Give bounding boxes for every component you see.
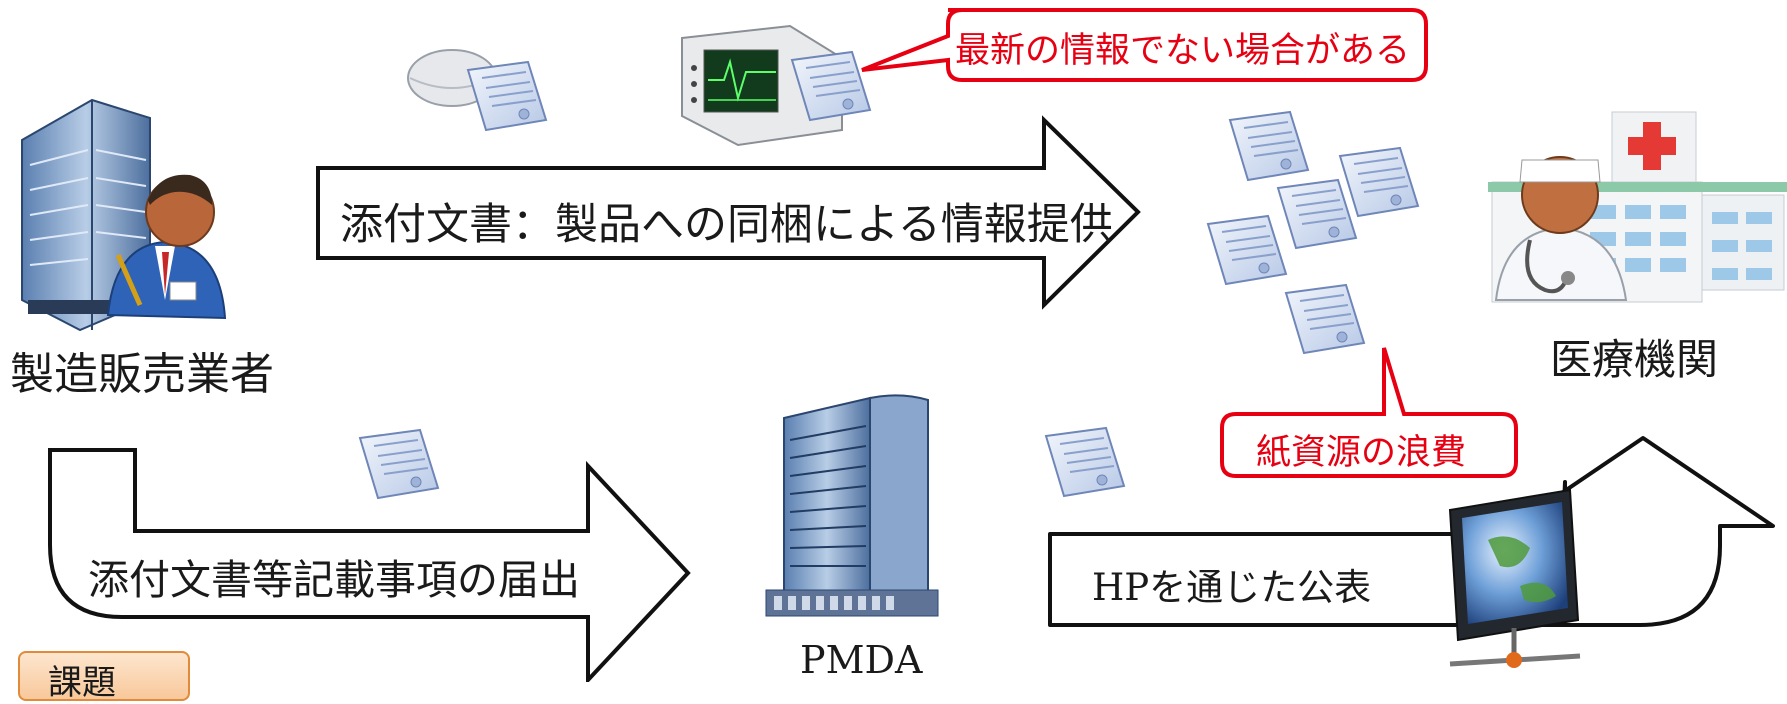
- certificate-icon: [1285, 284, 1365, 354]
- callout-outdated-bubble: [861, 8, 1428, 82]
- pmda-building-icon: [765, 394, 939, 617]
- issue-badge: 課題: [18, 651, 190, 703]
- hospital-label: 医療機関: [1550, 335, 1719, 384]
- medical-monitor-icon: [681, 24, 843, 147]
- callout-outdated-text: 最新の情報でない場合がある: [955, 31, 1411, 71]
- diagram-canvas: [21, 8, 1787, 682]
- globe-monitor-icon: [1448, 488, 1581, 668]
- callout-paper-waste-text: 紙資源の浪費: [1256, 433, 1467, 473]
- certificate-icon: [467, 61, 547, 131]
- bottom-right-arrow-label: HPを通じた公表: [1092, 566, 1372, 609]
- callout-paper-waste-bubble: [1220, 347, 1518, 478]
- certificate-icon: [1339, 147, 1419, 217]
- doctor-icon: [1494, 156, 1628, 301]
- certificate-icon: [1207, 215, 1287, 285]
- businessman-icon: [106, 174, 227, 320]
- top-arrow-label: 添付文書：製品への同梱による情報提供: [340, 200, 1113, 250]
- certificate-icon: [359, 429, 439, 499]
- certificate-icon: [1045, 427, 1125, 497]
- bottom-left-arrow-outline: [48, 448, 691, 682]
- manufacturer-label: 製造販売業者: [10, 349, 274, 400]
- top-arrow-outline: [316, 115, 1141, 310]
- bottom-left-arrow-label: 添付文書等記載事項の届出: [88, 556, 580, 604]
- issue-badge-label: 課題: [48, 663, 116, 703]
- certificate-icon: [1277, 179, 1357, 249]
- certificate-icon: [1229, 111, 1309, 181]
- pmda-label: PMDA: [800, 638, 923, 682]
